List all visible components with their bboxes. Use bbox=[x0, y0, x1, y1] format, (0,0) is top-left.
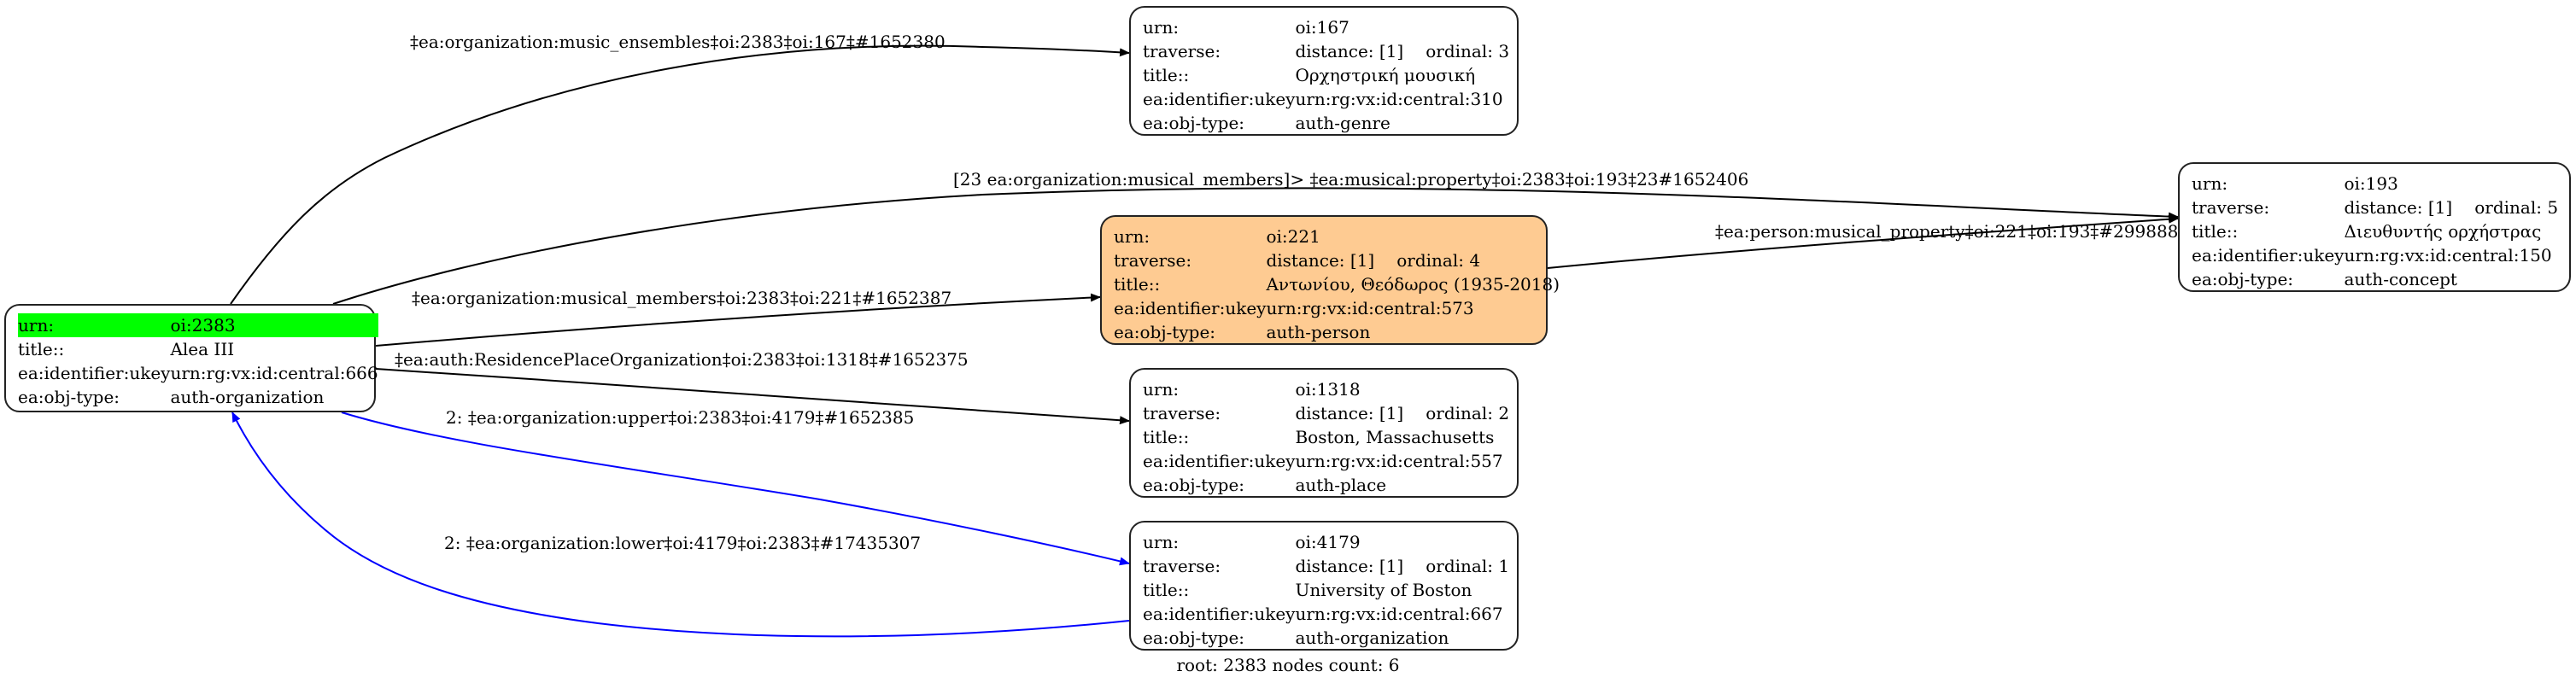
node-key: ea:obj-type: bbox=[18, 387, 120, 407]
node-distance: distance: [1] bbox=[2344, 197, 2453, 218]
edge-label-organization-lower: 2: ‡ea:organization:lower‡oi:4179‡oi:238… bbox=[444, 533, 921, 553]
node-value: oi:1318 bbox=[1295, 379, 1361, 400]
node-value: oi:2383 bbox=[170, 313, 378, 337]
node-value: Boston, Massachusetts bbox=[1295, 427, 1495, 447]
node-key: traverse: bbox=[1143, 556, 1221, 576]
node-value: urn:rg:vx:id:central:666 bbox=[170, 363, 378, 383]
node-value: auth-place bbox=[1295, 475, 1387, 495]
node-value: urn:rg:vx:id:central:557 bbox=[1295, 451, 1503, 471]
node-key: title:: bbox=[2192, 221, 2239, 242]
node-key: ea:identifier:ukey bbox=[1114, 298, 1267, 318]
node-distance: distance: [1] bbox=[1266, 250, 1375, 271]
node-value: urn:rg:vx:id:central:667 bbox=[1295, 604, 1503, 624]
node-oi-193[interactable]: urn: oi:193 traverse: distance: [1] ordinal… bbox=[2178, 162, 2571, 292]
edge-root-to-4179-upper bbox=[341, 412, 1130, 566]
node-value: auth-organization bbox=[1295, 628, 1449, 648]
node-key: urn: bbox=[18, 313, 171, 337]
edge-root-to-167 bbox=[230, 44, 1130, 305]
edge-4179-to-root-lower bbox=[231, 412, 1130, 638]
node-ordinal: ordinal: 5 bbox=[2474, 197, 2559, 218]
node-key: urn: bbox=[1143, 532, 1180, 552]
node-key: ea:obj-type: bbox=[1143, 628, 1245, 648]
edge-label-person-musical-property: ‡ea:person:musical_property‡oi:221‡oi:19… bbox=[1715, 221, 2189, 242]
node-value: oi:4179 bbox=[1295, 532, 1361, 552]
node-value: auth-person bbox=[1266, 322, 1371, 342]
node-key: ea:identifier:ukey bbox=[1143, 89, 1296, 109]
node-value: auth-genre bbox=[1295, 113, 1390, 133]
node-value: urn:rg:vx:id:central:573 bbox=[1266, 298, 1474, 318]
edge-root-to-221 bbox=[375, 293, 1101, 347]
node-key: title:: bbox=[1143, 65, 1190, 85]
node-ordinal: ordinal: 4 bbox=[1396, 250, 1481, 271]
node-distance: distance: [1] bbox=[1295, 403, 1404, 423]
edge-221-to-193 bbox=[1547, 214, 2179, 269]
node-value: Ορχηστρική μουσική bbox=[1295, 65, 1476, 85]
node-ordinal: ordinal: 1 bbox=[1426, 556, 1510, 576]
edge-label-residence-place: ‡ea:auth:ResidencePlaceOrganization‡oi:2… bbox=[395, 349, 969, 370]
node-key: title:: bbox=[18, 339, 65, 359]
node-ordinal: ordinal: 2 bbox=[1426, 403, 1510, 423]
node-value: University of Boston bbox=[1295, 580, 1472, 600]
node-key: ea:obj-type: bbox=[1143, 475, 1245, 495]
edge-label-musical-property: [23 ea:organization:musical_members]> ‡e… bbox=[953, 169, 1748, 190]
node-oi-221[interactable]: urn: oi:221 traverse: distance: [1] ordinal… bbox=[1100, 215, 1560, 345]
edge-label-musical-members: ‡ea:organization:musical_members‡oi:2383… bbox=[412, 288, 951, 308]
edge-label-music-ensembles: ‡ea:organization:music_ensembles‡oi:2383… bbox=[410, 32, 946, 52]
edge-root-to-193 bbox=[332, 187, 2179, 305]
node-row: ea:identifier:ukey urn:rg:vx:id:central:… bbox=[18, 361, 378, 385]
node-key: urn: bbox=[1114, 226, 1150, 247]
node-row: ea:obj-type: auth-organization bbox=[18, 385, 378, 409]
node-key: urn: bbox=[1143, 17, 1180, 38]
node-ordinal: ordinal: 3 bbox=[1426, 41, 1510, 61]
node-key: traverse: bbox=[2192, 197, 2270, 218]
node-value: urn:rg:vx:id:central:310 bbox=[1295, 89, 1503, 109]
node-key: ea:obj-type: bbox=[2192, 269, 2294, 289]
node-key: title:: bbox=[1114, 274, 1161, 295]
node-key: ea:identifier:ukey bbox=[18, 363, 171, 383]
node-value: oi:221 bbox=[1266, 226, 1320, 247]
node-key: ea:identifier:ukey bbox=[1143, 451, 1296, 471]
node-value: Αντωνίου, Θεόδωρος (1935-2018) bbox=[1266, 274, 1560, 295]
node-oi-4179[interactable]: urn: oi:4179 traverse: distance: [1] ordina… bbox=[1129, 521, 1519, 651]
node-distance: distance: [1] bbox=[1295, 556, 1404, 576]
node-value: auth-organization bbox=[170, 387, 325, 407]
root-urn-row: urn: oi:2383 bbox=[18, 313, 378, 337]
node-value: auth-concept bbox=[2344, 269, 2457, 289]
node-value: Διευθυντής ορχήστρας bbox=[2344, 221, 2542, 242]
node-key: traverse: bbox=[1143, 403, 1221, 423]
node-value: oi:193 bbox=[2344, 173, 2398, 194]
node-row: title:: Alea III bbox=[18, 337, 378, 361]
node-oi-1318[interactable]: urn: oi:1318 traverse: distance: [1] ordina… bbox=[1129, 368, 1519, 498]
node-distance: distance: [1] bbox=[1295, 41, 1404, 61]
node-key: ea:obj-type: bbox=[1114, 322, 1216, 342]
node-key: urn: bbox=[1143, 379, 1180, 400]
node-key: traverse: bbox=[1114, 250, 1192, 271]
node-key: ea:obj-type: bbox=[1143, 113, 1245, 133]
node-value: urn:rg:vx:id:central:150 bbox=[2344, 245, 2552, 266]
node-key: traverse: bbox=[1143, 41, 1221, 61]
node-key: title:: bbox=[1143, 427, 1190, 447]
node-value: Alea III bbox=[170, 339, 235, 359]
graph-footer: root: 2383 nodes count: 6 bbox=[1176, 655, 1400, 675]
node-key: ea:identifier:ukey bbox=[1143, 604, 1296, 624]
node-key: ea:identifier:ukey bbox=[2192, 245, 2345, 266]
node-root-2383[interactable]: urn: oi:2383 title:: Alea III ea:identif… bbox=[4, 304, 378, 412]
node-key: urn: bbox=[2192, 173, 2228, 194]
node-value: oi:167 bbox=[1295, 17, 1349, 38]
edge-label-organization-upper: 2: ‡ea:organization:upper‡oi:2383‡oi:417… bbox=[446, 407, 914, 428]
node-key: title:: bbox=[1143, 580, 1190, 600]
edge-root-to-1318 bbox=[375, 368, 1130, 425]
node-oi-167[interactable]: urn: oi:167 traverse: distance: [1] ordinal… bbox=[1129, 6, 1519, 136]
